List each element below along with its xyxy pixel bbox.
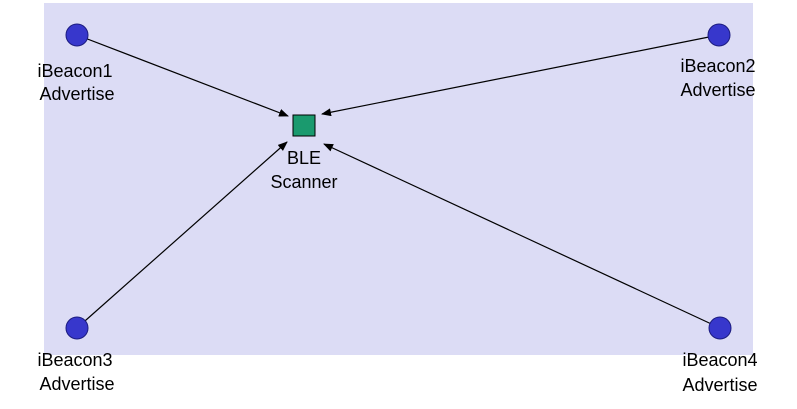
edge-beacon1-to-scanner bbox=[76, 34, 289, 117]
beacon1-role: Advertise bbox=[39, 84, 114, 104]
beacon2-name: iBeacon2 bbox=[680, 56, 755, 76]
edge-beacon3-to-scanner bbox=[76, 141, 288, 329]
scanner-name: BLE bbox=[287, 148, 321, 168]
scanner-role: Scanner bbox=[270, 172, 337, 192]
beacon-dot-icon bbox=[708, 316, 732, 340]
beacon4-name: iBeacon4 bbox=[682, 350, 757, 370]
beacon2-role: Advertise bbox=[680, 80, 755, 100]
edge-beacon4-to-scanner bbox=[323, 143, 721, 329]
beacon-dot-icon bbox=[707, 23, 731, 47]
scanner-square-icon bbox=[292, 114, 316, 137]
beacon3-name: iBeacon3 bbox=[37, 350, 112, 370]
beacon3-role: Advertise bbox=[39, 374, 114, 394]
beacon1-name: iBeacon1 bbox=[37, 61, 112, 81]
beacon4-role: Advertise bbox=[682, 375, 757, 395]
beacon-dot-icon bbox=[65, 23, 89, 47]
edge-beacon2-to-scanner bbox=[321, 34, 720, 117]
beacon-dot-icon bbox=[65, 316, 89, 340]
